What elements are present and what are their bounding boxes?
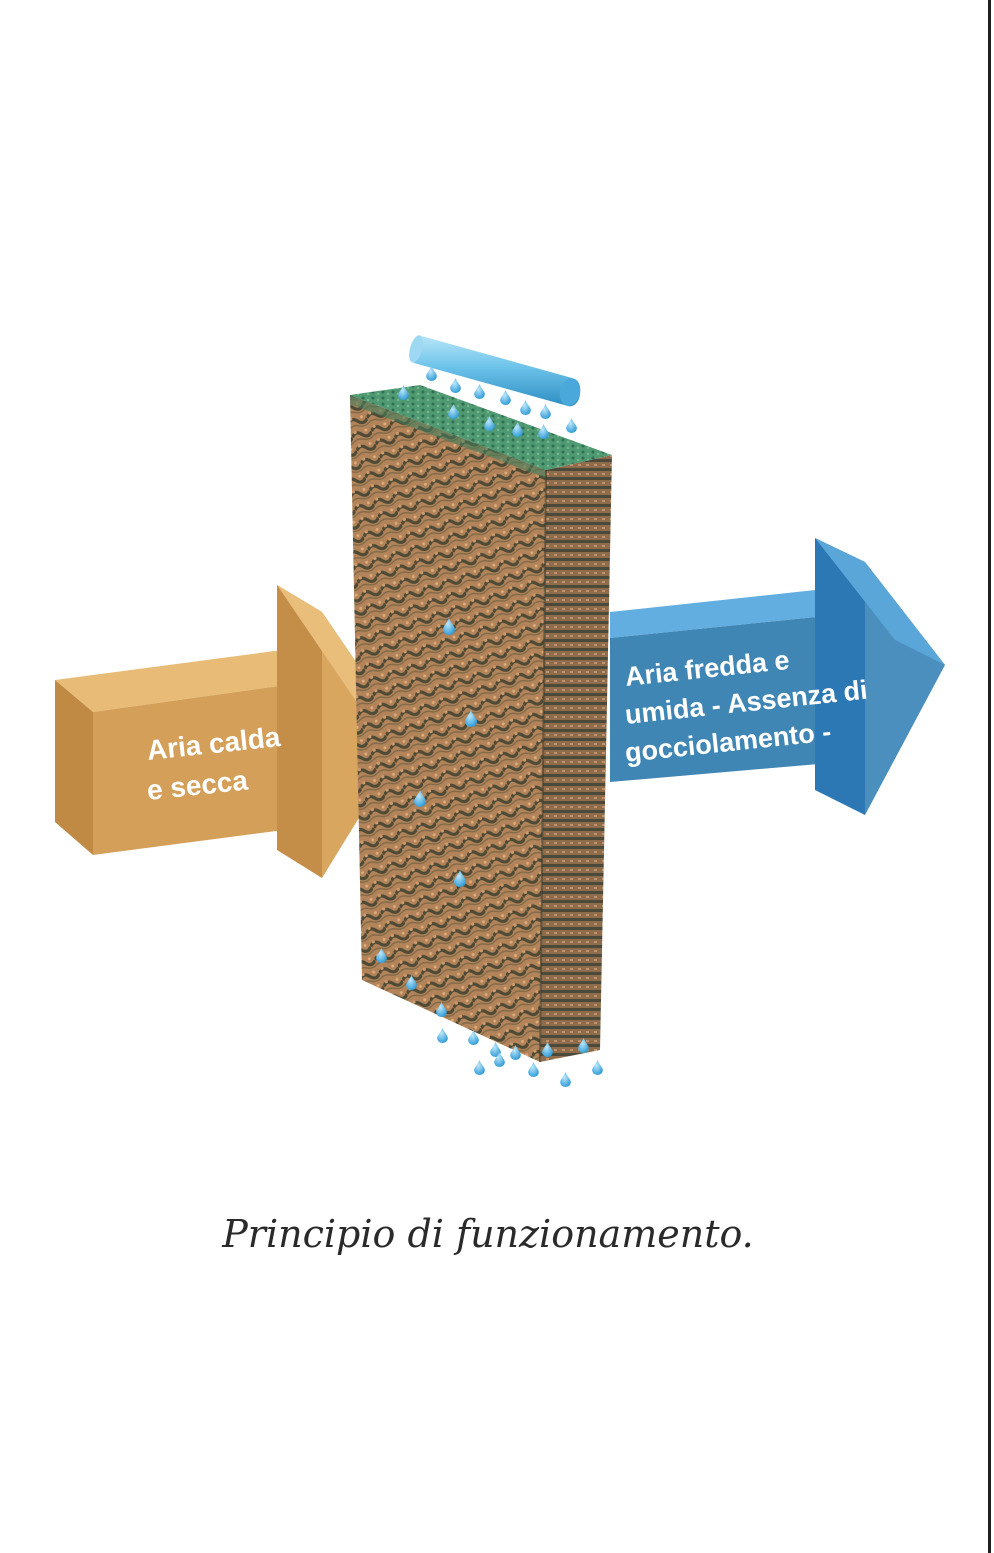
- inlet-arrow: Aria calda e secca: [55, 585, 408, 878]
- outlet-arrow: Aria fredda e umida - Assenza di gocciol…: [610, 538, 945, 815]
- evaporative-pad: [350, 385, 612, 1063]
- water-pipe: [409, 335, 581, 407]
- figure-caption: Principio di funzionamento.: [222, 1212, 754, 1256]
- page-right-border: [988, 0, 991, 1553]
